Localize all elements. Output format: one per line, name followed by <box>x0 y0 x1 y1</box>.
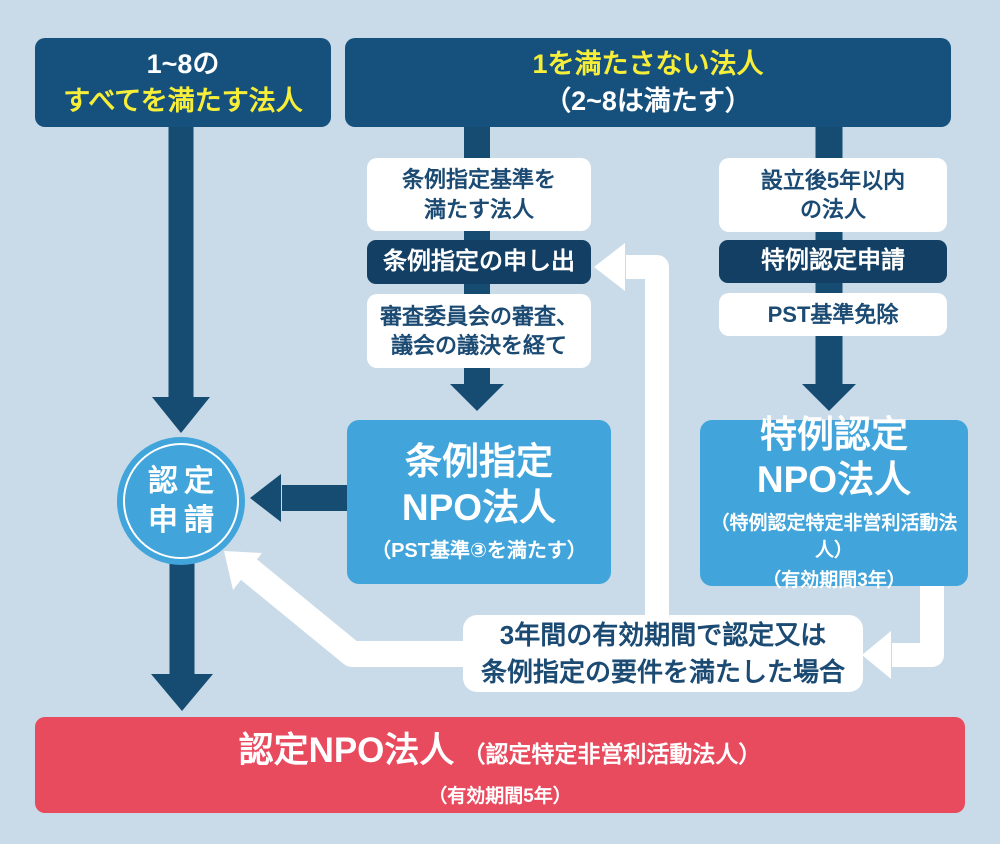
node-ordinance-npo: 条例指定 NPO法人 （PST基準③を満たす） <box>347 420 611 584</box>
node-within-5-years-line1: 設立後5年以内 <box>760 167 906 193</box>
node-certified-npo-note: （有効期間5年） <box>428 786 572 807</box>
node-certification-apply-line2: 申請 <box>148 504 220 537</box>
node-special-npo: 特例認定 NPO法人 （特例認定特定非営利活動法人） （有効期間3年） <box>700 414 968 591</box>
node-council-review: 審査委員会の審査、 議会の議決を経て <box>367 294 591 368</box>
node-ordinance-offer: 条例指定の申し出 <box>367 240 591 284</box>
arrow-circle-to-certified <box>151 558 213 711</box>
arrow-review-to-ordinance-npo <box>450 362 504 411</box>
node-pst-exemption-label: PST基準免除 <box>767 301 899 327</box>
node-ordinance-standard: 条例指定基準を 満たす法人 <box>367 158 591 231</box>
node-ordinance-npo-line1: 条例指定 <box>405 441 553 483</box>
node-ordinance-npo-line2: NPO法人 <box>401 486 557 528</box>
node-special-npo-line1: 特例認定 <box>760 413 908 455</box>
node-special-certification-apply-label: 特例認定申請 <box>761 247 905 275</box>
node-not-satisfy-1-line1: 1を満たさない法人 <box>532 49 764 80</box>
node-special-npo-note2: （有効期間3年） <box>762 569 906 591</box>
node-certified-npo-title: 認定NPO法人 <box>238 731 455 770</box>
node-all-criteria-line1: 1~8の <box>146 49 220 80</box>
node-ordinance-npo-note: （PST基準③を満たす） <box>371 539 587 562</box>
node-special-npo-line2: NPO法人 <box>756 458 912 500</box>
arrow-pst-to-special-npo <box>802 331 856 411</box>
node-certified-npo: 認定NPO法人 （認定特定非営利活動法人） （有効期間5年） <box>35 717 965 813</box>
node-ordinance-standard-line2: 満たす法人 <box>423 196 534 222</box>
node-ordinance-offer-label: 条例指定の申し出 <box>383 247 575 275</box>
node-ordinance-standard-line1: 条例指定基準を <box>401 167 556 193</box>
node-within-5-years: 設立後5年以内 の法人 <box>719 158 947 232</box>
arrow-white-special-npo-to-condition <box>862 578 944 679</box>
node-within-5-years-line2: の法人 <box>799 197 866 222</box>
node-not-satisfy-1: 1を満たさない法人 （2~8は満たす） <box>345 38 951 127</box>
node-special-npo-notes: （特例認定特定非営利活動法人） （有効期間3年） <box>700 508 968 595</box>
arrow-white-condition-to-circle <box>224 551 466 667</box>
arrow-all-criteria-to-circle <box>152 122 210 433</box>
node-condition: 3年間の有効期間で認定又は 条例指定の要件を満たした場合 <box>463 615 863 692</box>
node-pst-exemption: PST基準免除 <box>719 293 947 336</box>
node-certified-npo-row1: 認定NPO法人 （認定特定非営利活動法人） <box>239 722 762 773</box>
node-all-criteria: 1~8の すべてを満たす法人 <box>35 38 331 127</box>
node-all-criteria-line2: すべてを満たす法人 <box>63 85 303 116</box>
node-council-review-line2: 議会の議決を経て <box>390 333 567 358</box>
node-condition-line2: 条例指定の要件を満たした場合 <box>480 656 845 687</box>
node-special-npo-note1: （特例認定特定非営利活動法人） <box>710 512 958 562</box>
node-certified-npo-subtitle: （認定特定非営利活動法人） <box>462 741 762 767</box>
node-council-review-line1: 審査委員会の審査、 <box>379 303 578 329</box>
node-certification-apply-line1: 認定 <box>148 465 220 498</box>
node-not-satisfy-1-line2: （2~8は満たす） <box>544 85 752 116</box>
node-condition-line1: 3年間の有効期間で認定又は <box>499 620 827 651</box>
node-certification-apply: 認定 申請 <box>117 437 245 565</box>
arrow-ordinance-npo-to-circle <box>250 474 348 522</box>
arrow-white-condition-to-ordinance-offer <box>594 243 669 622</box>
node-special-certification-apply: 特例認定申請 <box>719 240 947 283</box>
